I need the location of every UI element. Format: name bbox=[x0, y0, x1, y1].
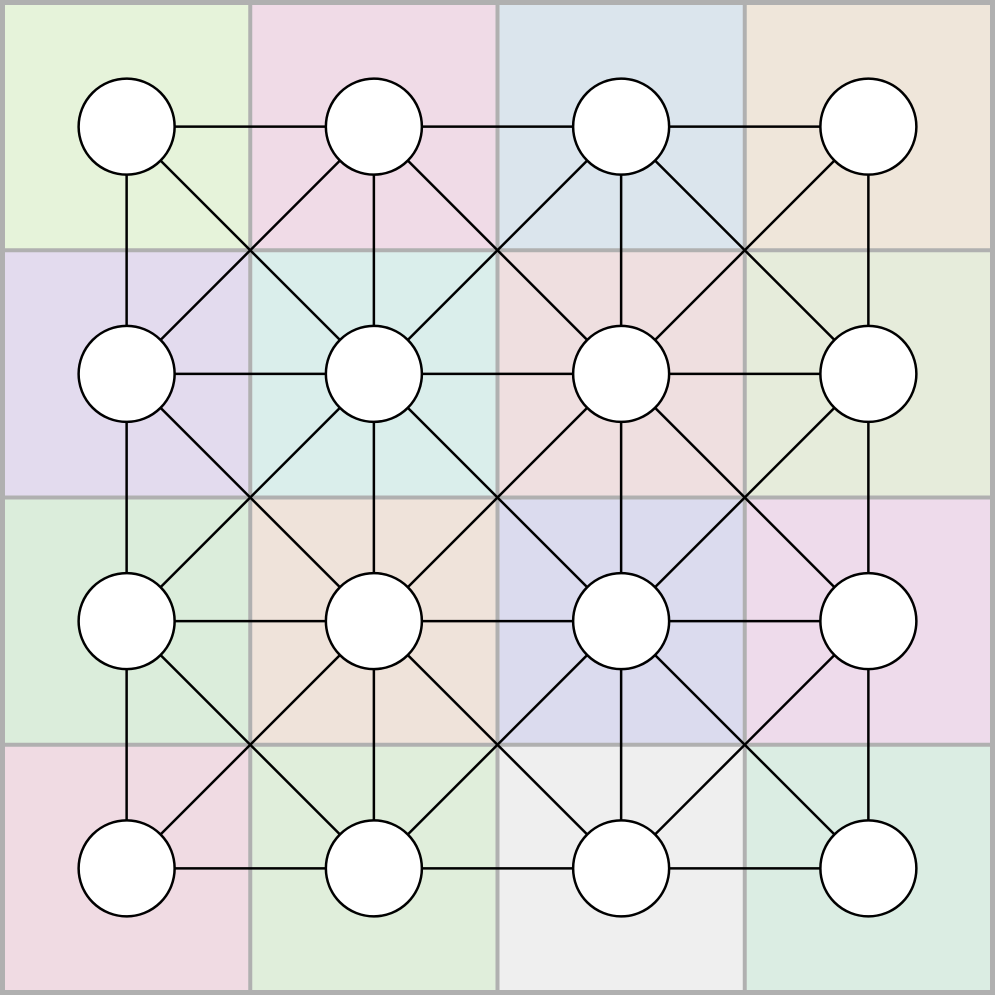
board-node-r1-c2[interactable] bbox=[571, 324, 671, 424]
edge-r1c3-r2c2 bbox=[619, 372, 870, 623]
nodes-layer bbox=[77, 77, 918, 918]
edge-r2c1-r3c0 bbox=[125, 619, 376, 870]
board-node-r1-c0[interactable] bbox=[77, 324, 176, 424]
board-node-r0-c0[interactable] bbox=[77, 77, 176, 176]
board-node-r0-c2[interactable] bbox=[571, 77, 671, 176]
board-node-r0-c1[interactable] bbox=[324, 77, 424, 176]
board-node-r3-c1[interactable] bbox=[324, 819, 424, 918]
edge-r2c3-r3c2 bbox=[619, 619, 870, 870]
edges-layer bbox=[125, 125, 870, 870]
board-node-r1-c3[interactable] bbox=[819, 324, 918, 424]
board-node-r2-c0[interactable] bbox=[77, 571, 176, 671]
board-node-r2-c2[interactable] bbox=[571, 571, 671, 671]
board-node-r2-c3[interactable] bbox=[819, 571, 918, 671]
edge-r1c2-r2c1 bbox=[372, 372, 623, 623]
edge-r2c2-r3c1 bbox=[372, 619, 623, 870]
edge-r1c1-r2c0 bbox=[125, 372, 376, 623]
board-node-r3-c0[interactable] bbox=[77, 819, 176, 918]
board-node-r0-c3[interactable] bbox=[819, 77, 918, 176]
edge-r0c3-r1c2 bbox=[619, 125, 870, 376]
board-node-r1-c1[interactable] bbox=[324, 324, 424, 424]
edge-r0c1-r1c0 bbox=[125, 125, 376, 376]
board-node-r3-c2[interactable] bbox=[571, 819, 671, 918]
board-node-r2-c1[interactable] bbox=[324, 571, 424, 671]
board-node-r3-c3[interactable] bbox=[819, 819, 918, 918]
edge-r0c2-r1c1 bbox=[372, 125, 623, 376]
